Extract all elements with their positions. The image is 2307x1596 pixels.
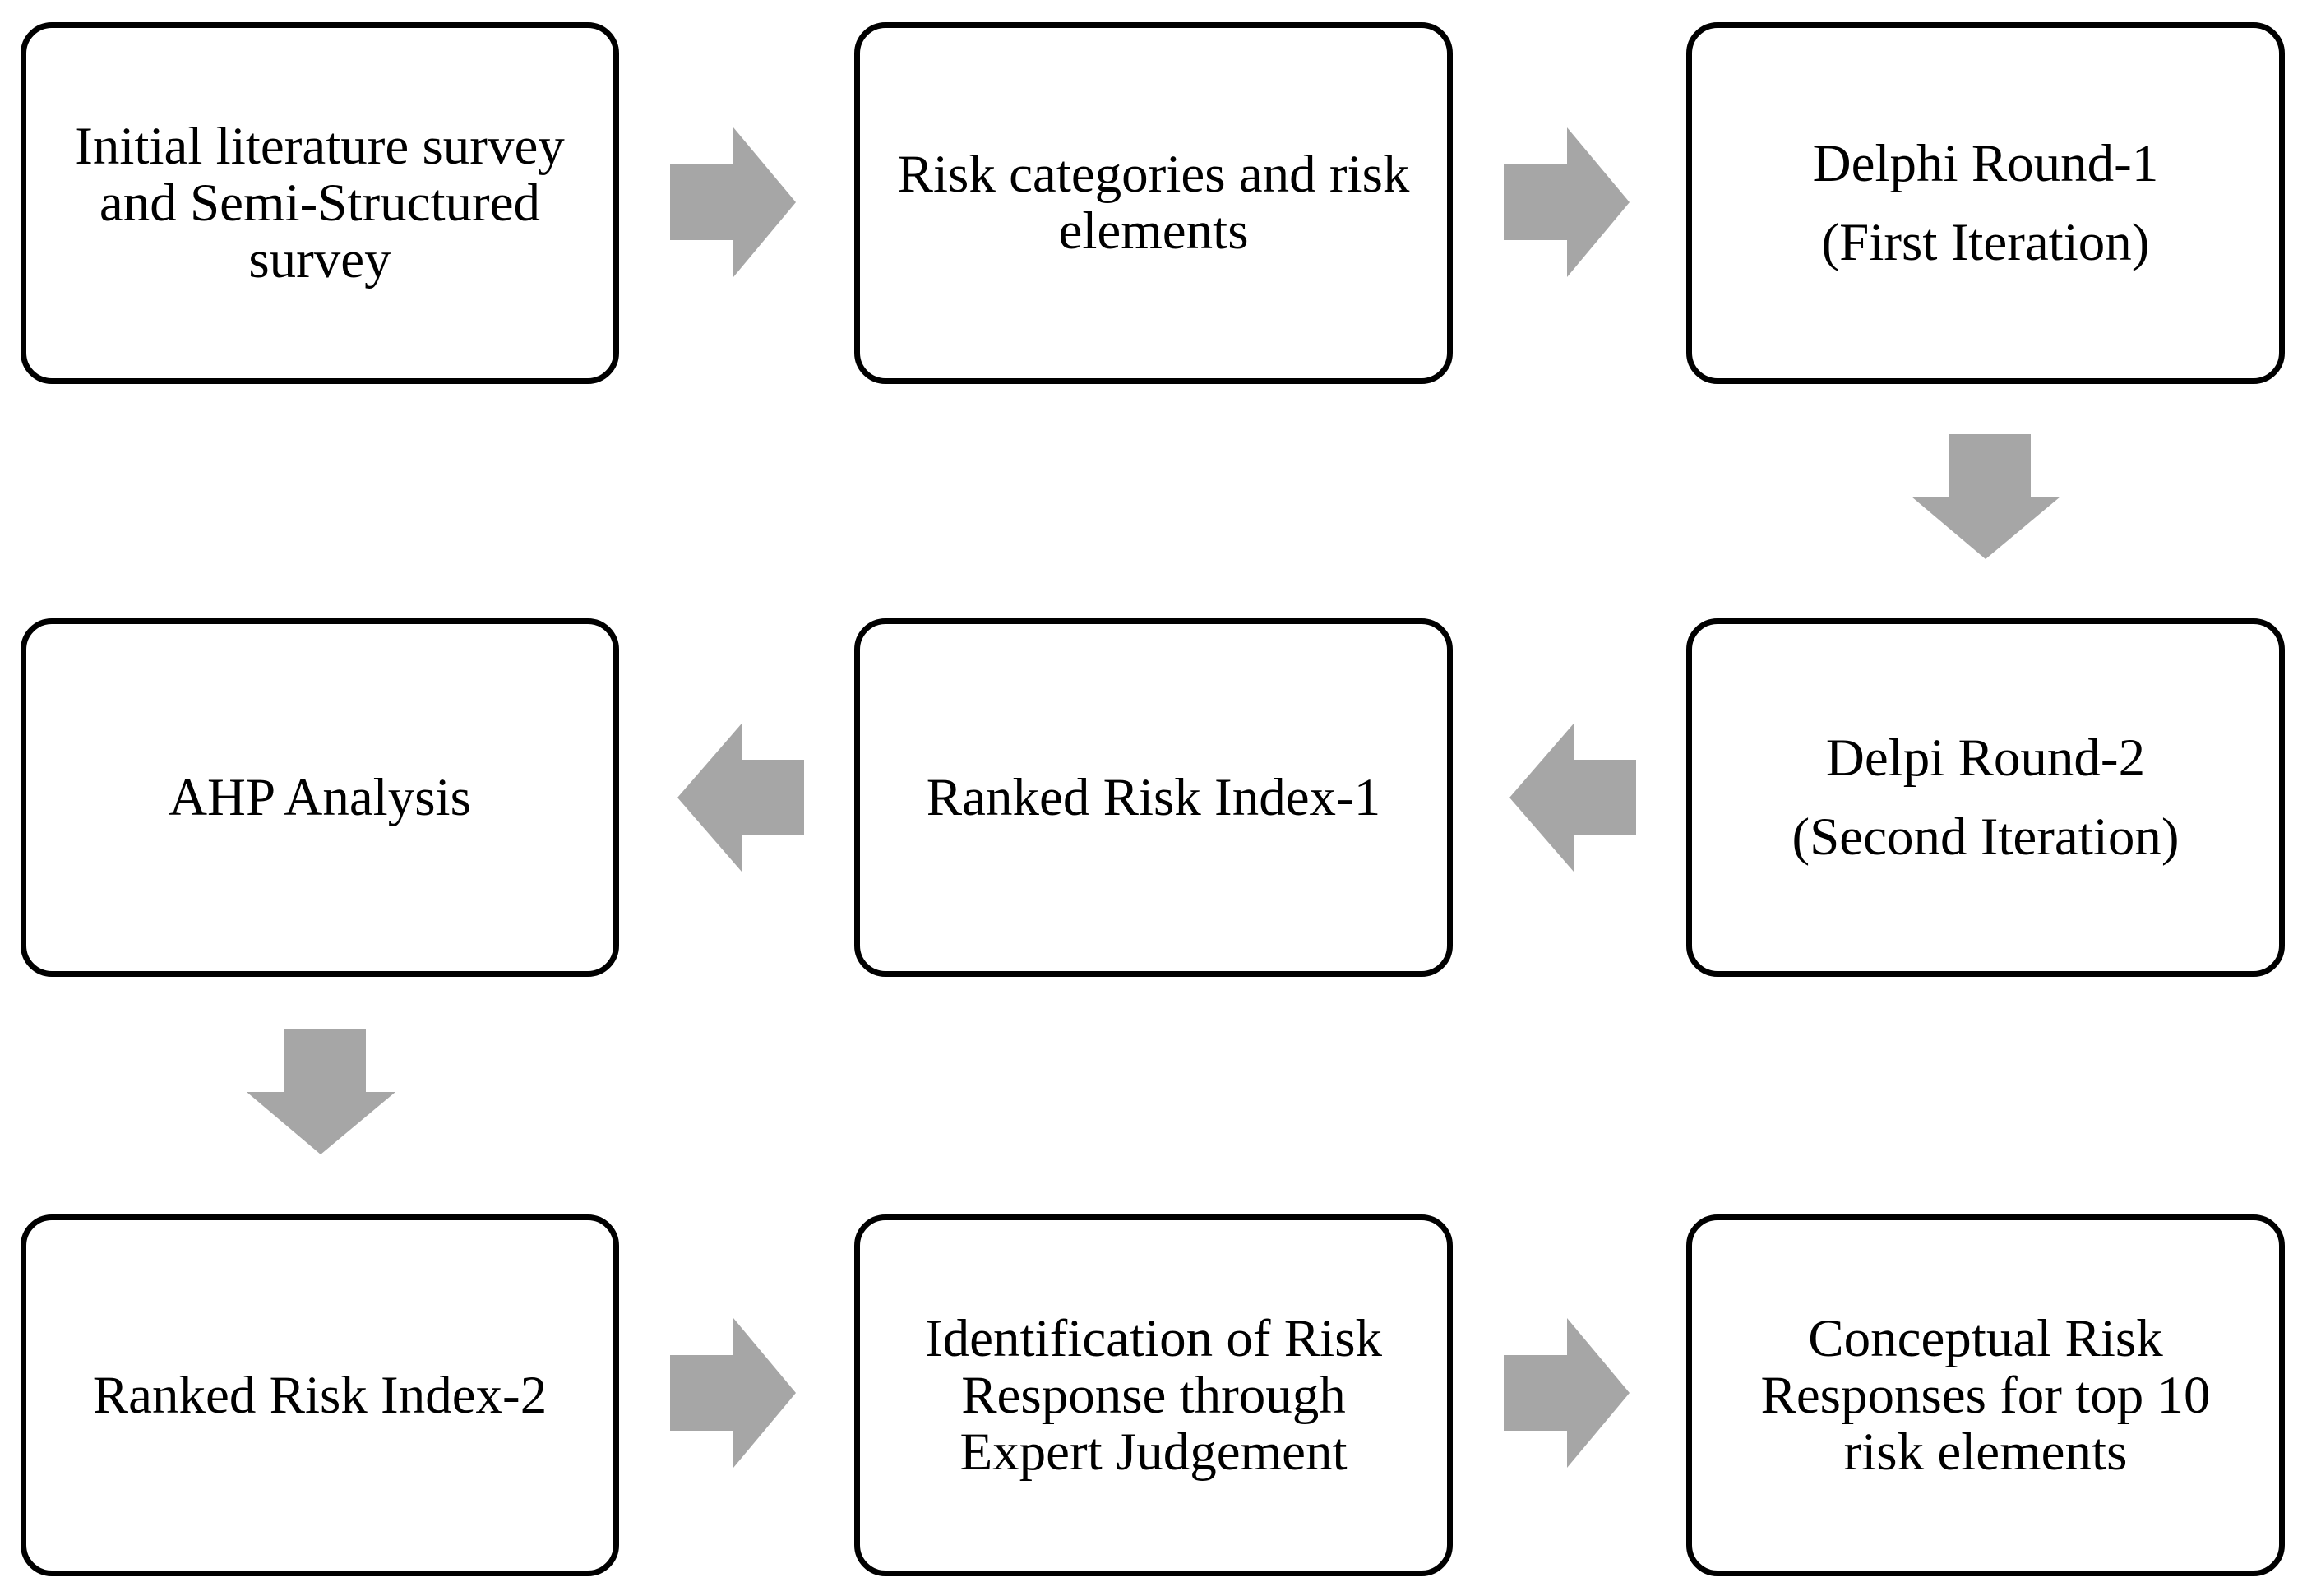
step-ranked-risk-index-2-label: Ranked Risk Index-2 (92, 1365, 548, 1425)
step-conceptual-risk-responses-label: Conceptual Risk Responses for top 10 ris… (1760, 1308, 2211, 1482)
step-delphi-round-2-label: Delpi Round-2 (Second Iteration) (1792, 729, 2180, 867)
step-ranked-risk-index-1: Ranked Risk Index-1 (854, 618, 1453, 977)
arrow-right-8-to-9 (1504, 1318, 1630, 1468)
arrow-right-7-to-8 (670, 1318, 796, 1468)
step-ahp-analysis: AHP Analysis (21, 618, 619, 977)
step-delphi-round-1-label: Delphi Round-1 (First Iteration) (1812, 134, 2159, 272)
step-delphi-round-1: Delphi Round-1 (First Iteration) (1686, 22, 2285, 384)
step-ranked-risk-index-1-label: Ranked Risk Index-1 (926, 767, 1381, 827)
arrow-left-5-to-6 (677, 724, 804, 872)
step-delphi-round-2: Delpi Round-2 (Second Iteration) (1686, 618, 2285, 977)
step-identification-of-risk-response-label: Identification of Risk Response through … (925, 1308, 1382, 1482)
step-conceptual-risk-responses: Conceptual Risk Responses for top 10 ris… (1686, 1214, 2285, 1576)
step-identification-of-risk-response: Identification of Risk Response through … (854, 1214, 1453, 1576)
arrow-right-2-to-3 (1504, 127, 1630, 277)
step-initial-literature-survey: Initial literature survey and Semi-Struc… (21, 22, 619, 384)
step-initial-literature-survey-label: Initial literature survey and Semi-Struc… (75, 116, 565, 289)
step-risk-categories: Risk categories and risk elements (854, 22, 1453, 384)
step-risk-categories-label: Risk categories and risk elements (897, 145, 1410, 261)
arrow-down-3-to-4 (1912, 434, 2060, 559)
arrow-right-1-to-2 (670, 127, 796, 277)
step-ahp-analysis-label: AHP Analysis (169, 767, 471, 827)
arrow-left-4-to-5 (1509, 724, 1636, 872)
step-ranked-risk-index-2: Ranked Risk Index-2 (21, 1214, 619, 1576)
arrow-down-6-to-7 (247, 1029, 395, 1154)
